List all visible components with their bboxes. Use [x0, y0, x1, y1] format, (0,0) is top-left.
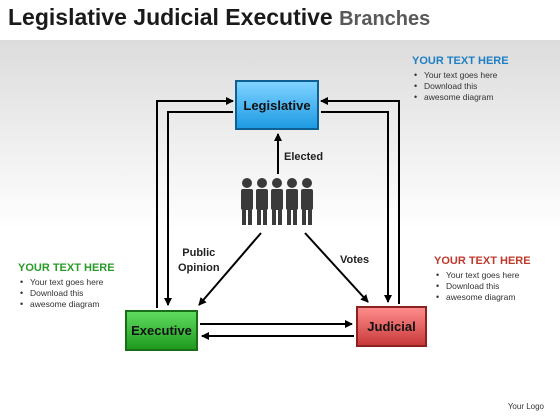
text-block-top-right: YOUR TEXT HERE Your text goes here Downl…	[412, 55, 509, 103]
text-block-left: YOUR TEXT HERE Your text goes here Downl…	[18, 262, 115, 310]
text-block-bullet: Your text goes here	[434, 270, 531, 281]
title-sub: Branches	[339, 8, 431, 30]
executive-box: Executive	[125, 310, 198, 351]
people-group-icon	[241, 178, 313, 225]
text-block-bullet: Download this	[434, 281, 531, 292]
text-block-list: Your text goes here Download this awesom…	[434, 270, 531, 303]
public-opinion-line-1: Public	[182, 247, 216, 259]
text-block-right: YOUR TEXT HERE Your text goes here Downl…	[434, 255, 531, 303]
text-block-bullet: Download this	[18, 288, 115, 299]
text-block-heading: YOUR TEXT HERE	[434, 255, 531, 267]
legislative-label: Legislative	[243, 97, 311, 113]
text-block-bullet: awesome diagram	[412, 92, 509, 103]
text-block-bullet: Your text goes here	[412, 70, 509, 81]
arrow-votes	[304, 232, 369, 303]
arrow-public-opinion	[198, 232, 262, 306]
text-block-heading: YOUR TEXT HERE	[18, 262, 115, 274]
executive-label: Executive	[131, 323, 192, 338]
judicial-label: Judicial	[367, 319, 416, 334]
text-block-heading: YOUR TEXT HERE	[412, 55, 509, 67]
arrow-judicial-to-legislative	[320, 97, 400, 304]
text-block-bullet: Download this	[412, 81, 509, 92]
text-block-bullet: Your text goes here	[18, 277, 115, 288]
public-opinion-label: Public Opinion	[178, 246, 220, 276]
votes-label: Votes	[340, 254, 370, 266]
public-opinion-line-2: Opinion	[178, 262, 220, 274]
text-block-list: Your text goes here Download this awesom…	[18, 277, 115, 310]
title-main: Legislative Judicial Executive	[8, 4, 333, 30]
legislative-box: Legislative	[235, 80, 319, 130]
text-block-bullet: awesome diagram	[434, 292, 531, 303]
logo-placeholder: Your Logo	[507, 402, 544, 411]
arrow-legislative-to-judicial	[321, 111, 392, 303]
page-title: Legislative Judicial Executive Branches	[8, 4, 430, 31]
arrow-legislative-to-executive	[164, 111, 233, 306]
judicial-box: Judicial	[356, 306, 427, 347]
arrow-executive-to-legislative	[156, 97, 234, 308]
text-block-bullet: awesome diagram	[18, 299, 115, 310]
text-block-list: Your text goes here Download this awesom…	[412, 70, 509, 103]
elected-label: Elected	[284, 151, 324, 163]
